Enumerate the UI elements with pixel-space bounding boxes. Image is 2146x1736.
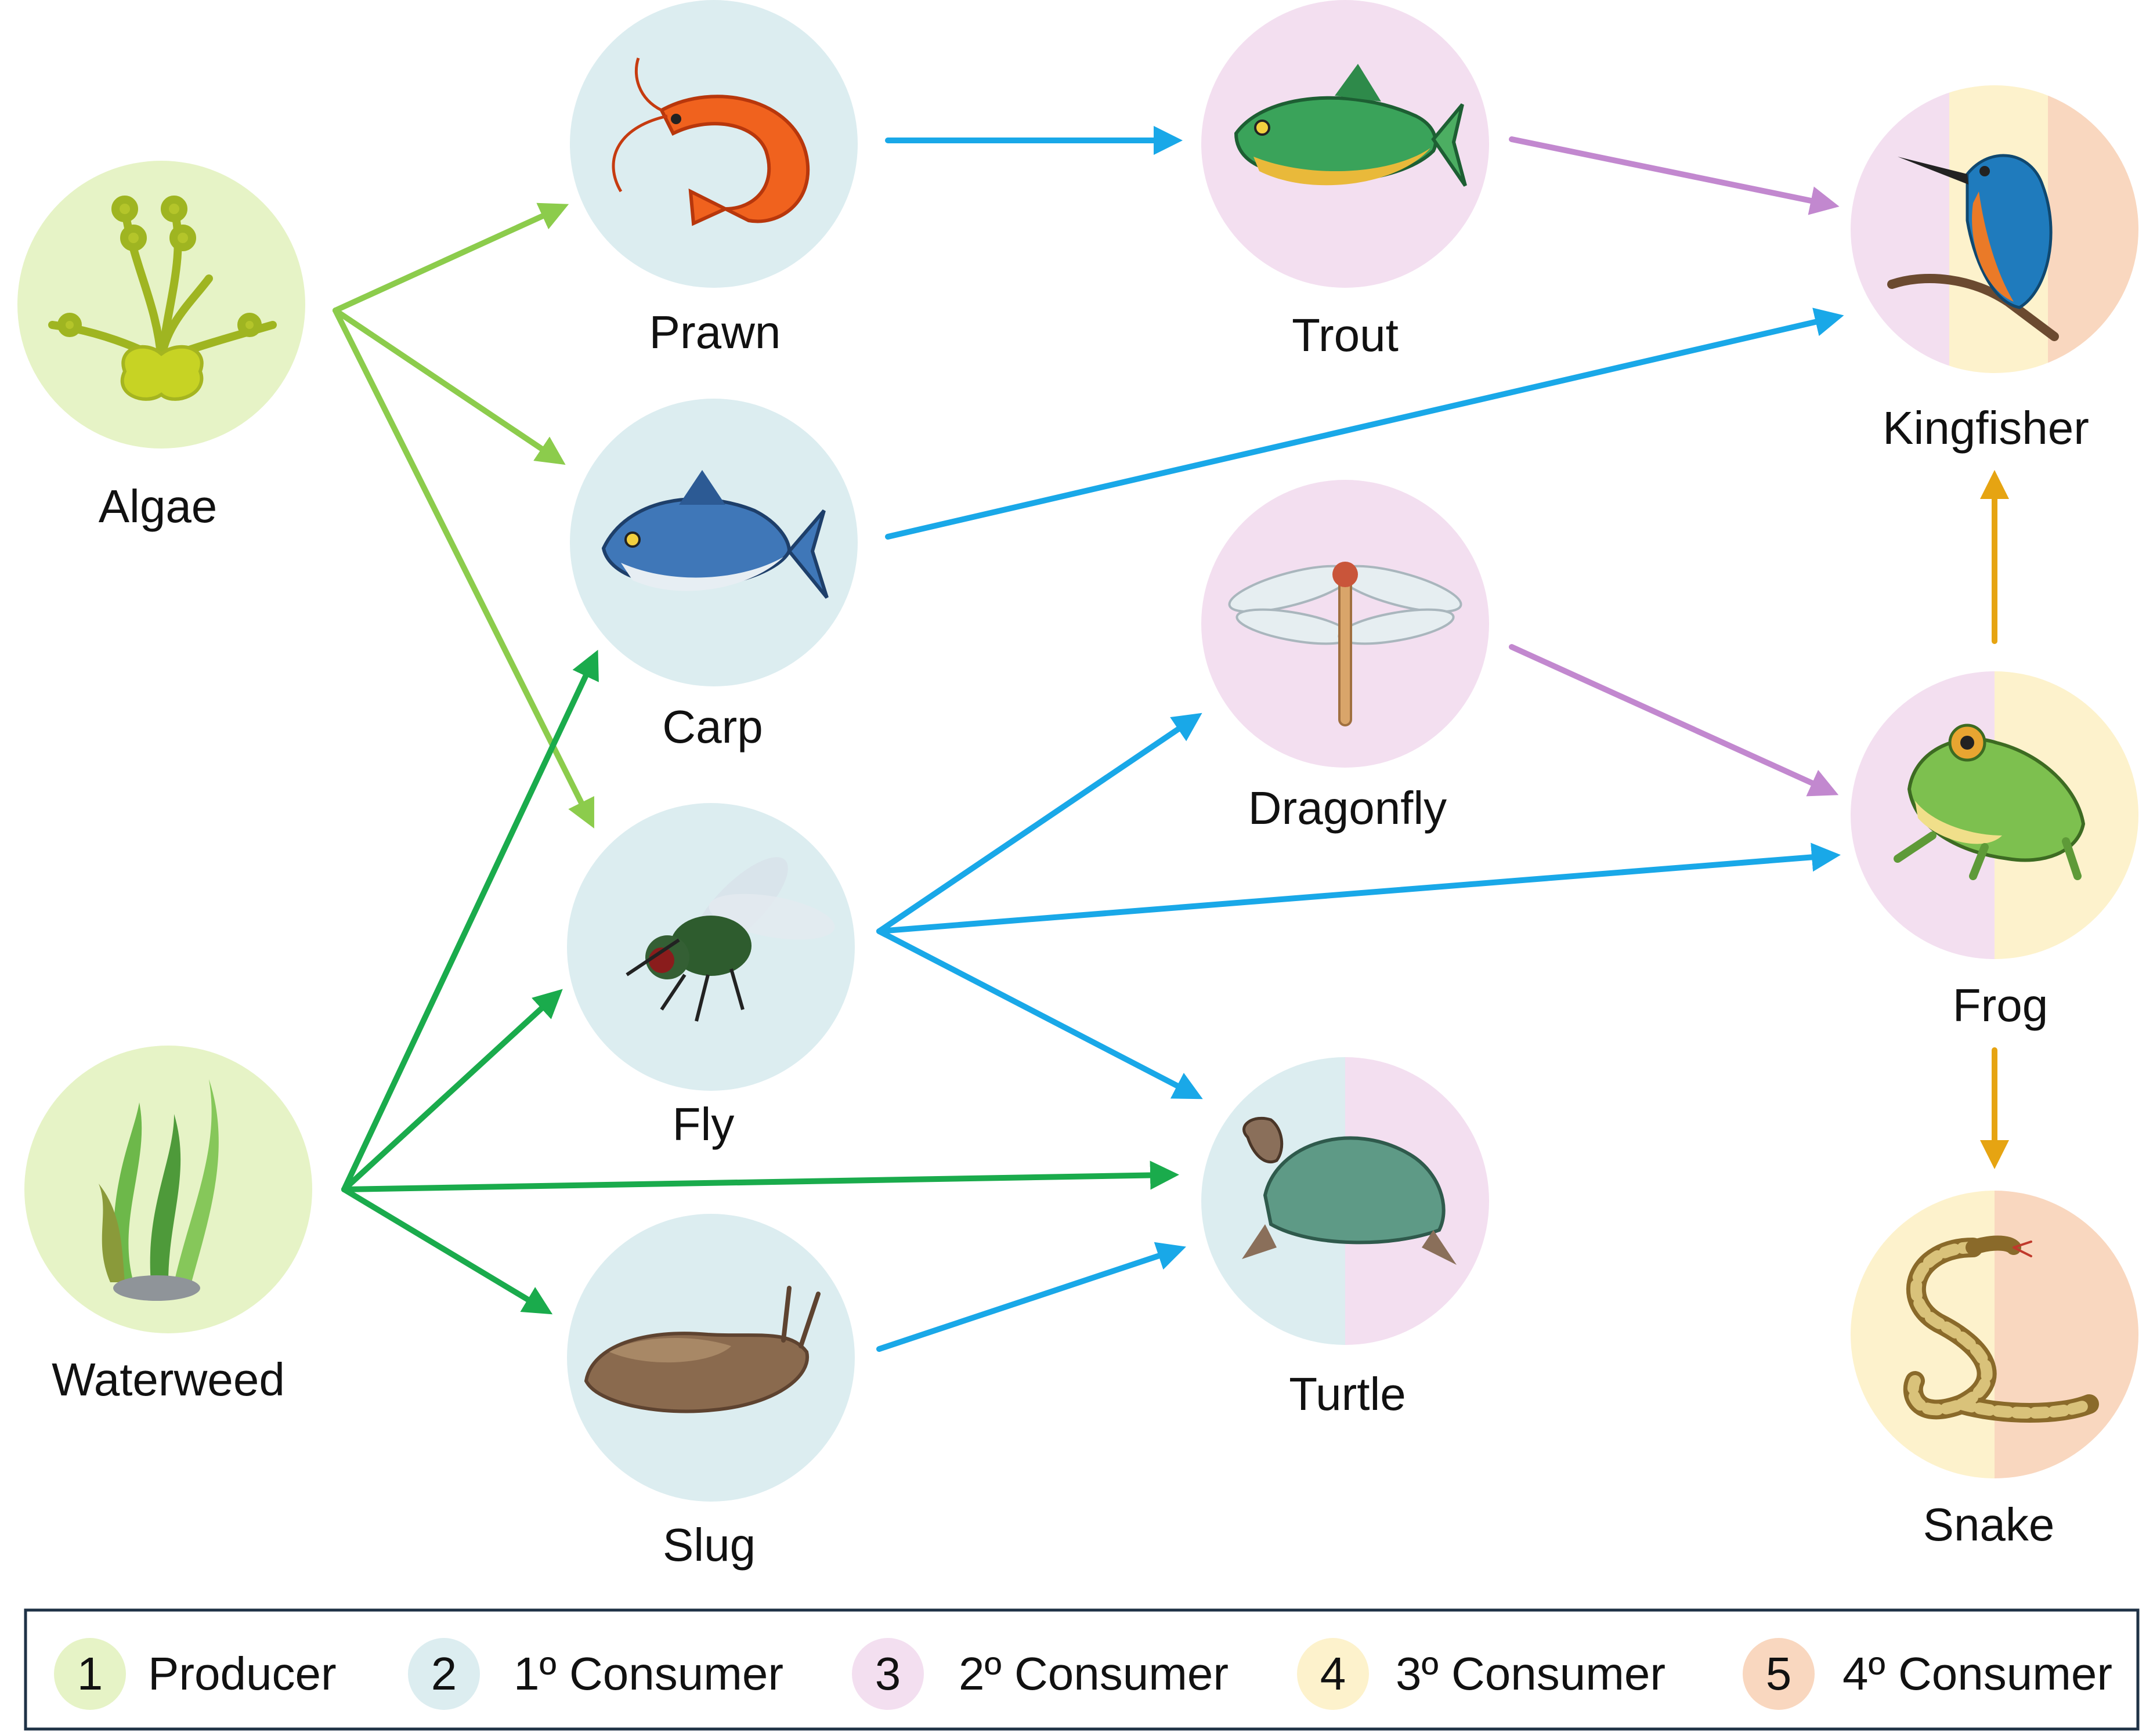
- arrow-fly-to-turtle: [876, 928, 1203, 1100]
- algae-icon: [48, 196, 277, 401]
- legend-number-consumer3: 4: [1320, 1648, 1346, 1699]
- frog-icon: [1894, 724, 2086, 880]
- node-algae-circle: [17, 161, 305, 449]
- node-dragonfly: Dragonfly: [1201, 480, 1489, 834]
- legend-swatch-consumer4: [1743, 1638, 1815, 1710]
- arrow-waterweed-to-carp: [341, 649, 599, 1192]
- arrow-fly-to-frog: [876, 842, 1841, 934]
- node-turtle-label: Turtle: [1289, 1368, 1406, 1420]
- waterweed-icon: [99, 1079, 219, 1301]
- arrow-fly-to-dragonfly: [876, 713, 1202, 934]
- feeding-arrows: [333, 126, 2009, 1352]
- legend-label-consumer3: 3º Consumer: [1396, 1648, 1666, 1699]
- node-kingfisher-band-1: [1851, 85, 1949, 373]
- legend-number-consumer1: 2: [431, 1648, 457, 1699]
- legend-label-consumer2: 2º Consumer: [959, 1648, 1229, 1699]
- node-carp: Carp: [570, 399, 858, 753]
- arrow-waterweed-to-fly: [341, 989, 563, 1192]
- legend: 1 Producer 2 1º Consumer 3 2º Consumer 4…: [24, 1608, 2140, 1731]
- dragonfly-icon: [1228, 562, 1462, 726]
- node-fly-label: Fly: [673, 1098, 735, 1150]
- legend-swatch-consumer3: [1297, 1638, 1369, 1710]
- arrow-dragonfly-to-frog: [1509, 644, 1839, 797]
- arrow-waterweed-to-turtle: [341, 1160, 1179, 1192]
- legend-number-producer: 1: [77, 1648, 103, 1699]
- node-frog-label: Frog: [1953, 979, 2049, 1031]
- node-snake-band-2: [1995, 1191, 2138, 1478]
- carp-fish-icon: [601, 470, 829, 599]
- legend-item-consumer2: 3 2º Consumer: [852, 1638, 1229, 1710]
- node-snake: Snake: [1851, 1191, 2138, 1550]
- legend-number-consumer2: 3: [875, 1648, 901, 1699]
- kingfisher-icon: [1887, 154, 2059, 341]
- node-algae: Algae: [17, 161, 305, 532]
- slug-icon: [584, 1286, 821, 1413]
- node-trout: Trout: [1201, 0, 1489, 361]
- node-waterweed: Waterweed: [24, 1046, 312, 1405]
- legend-swatch-consumer1: [408, 1638, 480, 1710]
- node-slug-label: Slug: [663, 1519, 756, 1571]
- legend-item-consumer4: 5 4º Consumer: [1743, 1638, 2112, 1710]
- node-dragonfly-label: Dragonfly: [1248, 782, 1447, 834]
- arrow-algae-to-carp: [333, 308, 566, 465]
- arrow-algae-to-fly: [333, 308, 594, 829]
- node-slug: Slug: [567, 1214, 855, 1571]
- fly-icon: [626, 857, 835, 1022]
- trout-fish-icon: [1234, 64, 1467, 187]
- legend-item-consumer1: 2 1º Consumer: [408, 1638, 783, 1710]
- node-carp-label: Carp: [662, 701, 763, 753]
- node-trout-label: Trout: [1292, 309, 1399, 361]
- node-prawn: Prawn: [570, 0, 858, 358]
- legend-item-producer: 1 Producer: [54, 1638, 337, 1710]
- node-frog: Frog: [1851, 671, 2138, 1031]
- node-turtle: Turtle: [1201, 1057, 1489, 1420]
- node-waterweed-label: Waterweed: [52, 1354, 285, 1405]
- node-fly: Fly: [567, 803, 855, 1150]
- arrow-algae-to-prawn: [333, 202, 569, 313]
- node-kingfisher-label: Kingfisher: [1883, 402, 2089, 454]
- node-prawn-label: Prawn: [649, 306, 781, 358]
- legend-label-consumer4: 4º Consumer: [1842, 1648, 2112, 1699]
- arrow-carp-to-kingfisher: [885, 308, 1844, 540]
- arrow-slug-to-turtle: [876, 1242, 1186, 1352]
- turtle-icon: [1242, 1116, 1457, 1265]
- prawn-icon: [612, 57, 810, 226]
- snake-icon: [1903, 1235, 2099, 1423]
- legend-label-producer: Producer: [148, 1648, 337, 1699]
- arrow-trout-to-kingfisher: [1509, 136, 1840, 215]
- node-kingfisher: Kingfisher: [1851, 85, 2138, 454]
- legend-swatch-consumer2: [852, 1638, 924, 1710]
- node-algae-label: Algae: [99, 480, 218, 532]
- node-snake-label: Snake: [1923, 1499, 2055, 1550]
- arrow-waterweed-to-slug: [341, 1187, 553, 1315]
- node-prawn-circle: [570, 0, 858, 288]
- legend-label-consumer1: 1º Consumer: [514, 1648, 783, 1699]
- legend-number-consumer4: 5: [1766, 1648, 1792, 1699]
- legend-swatch-producer: [54, 1638, 126, 1710]
- legend-item-consumer3: 4 3º Consumer: [1297, 1638, 1666, 1710]
- node-kingfisher-band-3: [2048, 85, 2138, 373]
